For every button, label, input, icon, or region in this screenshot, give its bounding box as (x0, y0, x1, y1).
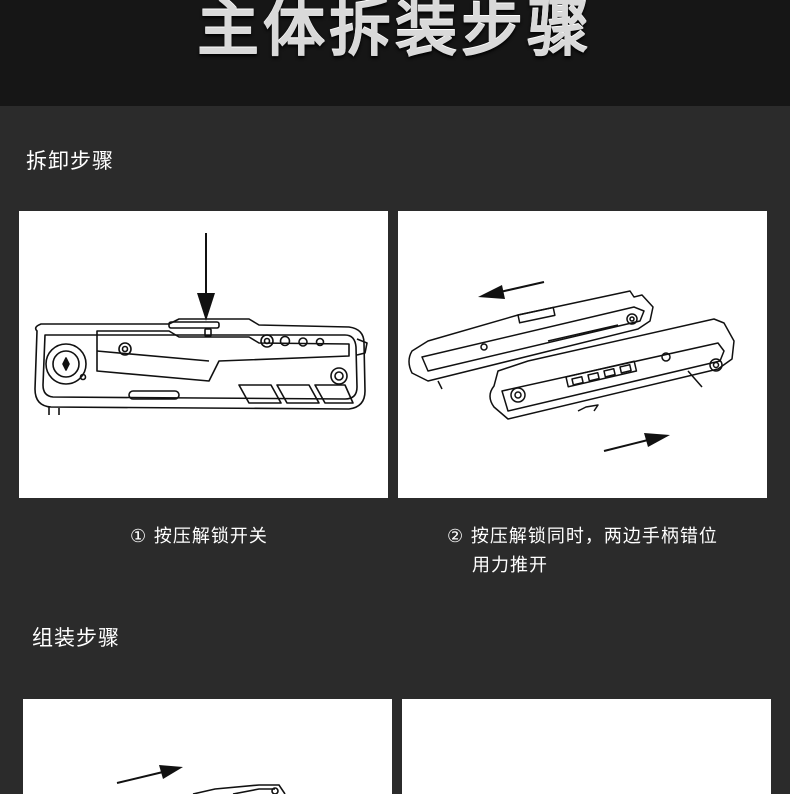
step2-marker: ② (447, 526, 465, 547)
assembly-step2-illustration (402, 699, 771, 794)
screw-3 (330, 367, 348, 385)
step2-text-line2: 用力推开 (472, 555, 548, 576)
step1-marker: ① (130, 526, 148, 547)
assembly-arrow-shaft (116, 771, 164, 784)
tool-body (34, 318, 366, 410)
pivot-disc (45, 343, 87, 385)
lock-switch (168, 321, 220, 329)
press-arrow-head (197, 293, 215, 321)
grip-slot-3 (314, 384, 354, 404)
page-header: 主体拆装步骤 (0, 0, 790, 106)
step2-illustration (398, 211, 767, 498)
lanyard-slot (128, 390, 180, 400)
assembly-heading: 组装步骤 (32, 626, 120, 650)
step1-text: 按压解锁开关 (153, 526, 268, 547)
push-arrow-left-shaft (499, 281, 545, 293)
upper-handle (408, 290, 654, 390)
lower-handle (489, 318, 735, 420)
step1-caption: ① 按压解锁开关 (130, 522, 268, 551)
screw-1 (118, 342, 132, 356)
assembly-step1-drawing (116, 765, 286, 794)
tool-inner-edge (42, 334, 358, 400)
step2-caption: ② 按压解锁同时，两边手柄错位 用力推开 (447, 522, 777, 580)
multitool-separating-drawing (408, 281, 735, 452)
screw-2 (260, 334, 274, 348)
push-arrow-left-head (478, 285, 505, 299)
page-title: 主体拆装步骤 (196, 0, 593, 65)
assembly-arrow-head (159, 765, 183, 779)
push-arrow-right-head (644, 433, 670, 447)
assembly-step1-illustration (23, 699, 392, 794)
step2-line1: ② 按压解锁同时，两边手柄错位 (447, 522, 777, 551)
step1-illustration (19, 211, 388, 498)
multitool-closed-drawing (34, 233, 368, 415)
step2-text-line1: 按压解锁同时，两边手柄错位 (470, 526, 718, 547)
grip-slot-1 (238, 384, 282, 404)
disassembly-heading: 拆卸步骤 (26, 149, 114, 173)
tool-blade-channel (96, 330, 350, 382)
assembly-handle-top (192, 784, 286, 794)
push-arrow-right-shaft (603, 439, 649, 452)
grip-slot-2 (276, 384, 320, 404)
